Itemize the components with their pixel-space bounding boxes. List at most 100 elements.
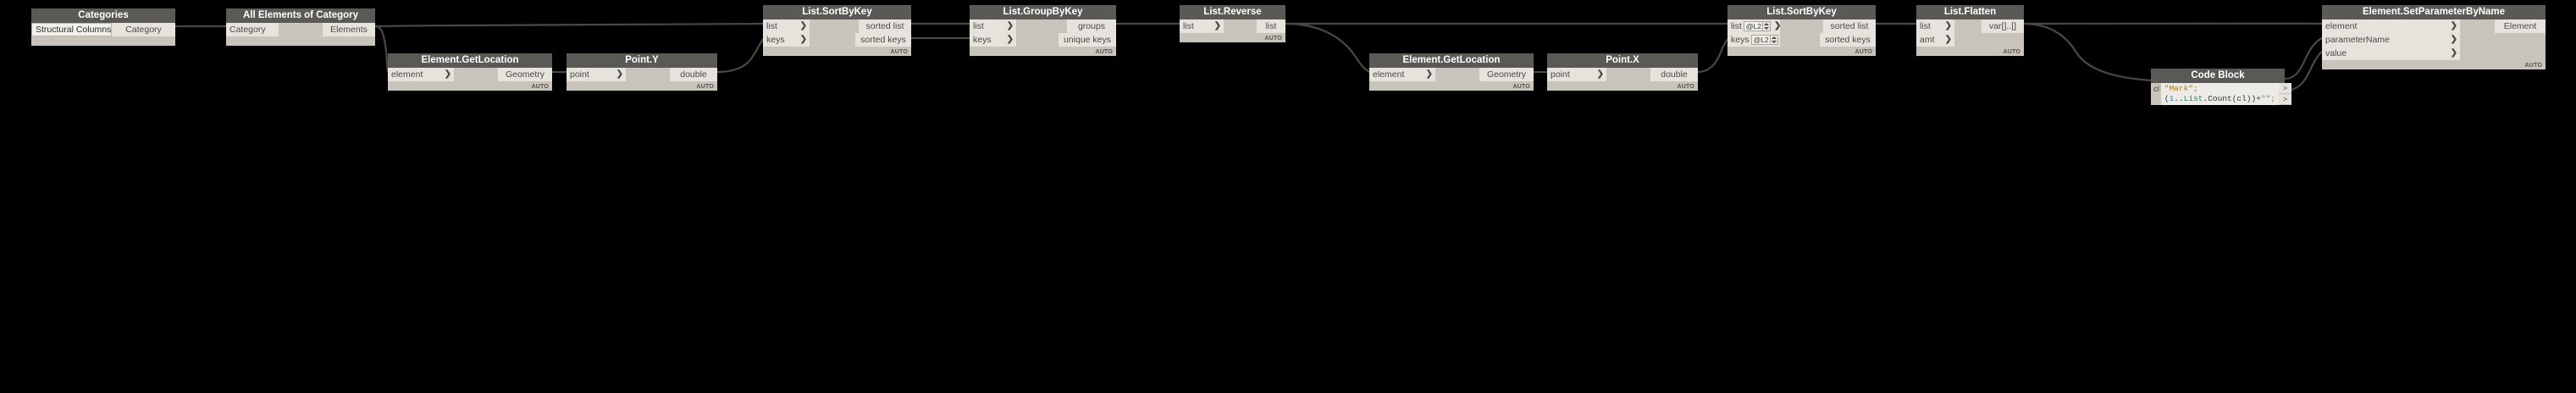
input-port-element[interactable]: element ❯ (388, 68, 454, 81)
node-title: Element.GetLocation (388, 53, 552, 68)
output-port-geometry[interactable]: Geometry (1479, 68, 1534, 81)
output-port-category[interactable]: Category (112, 23, 175, 36)
input-port-list[interactable]: list @L2 ❯ (1727, 19, 1782, 33)
code-block-output-0[interactable]: > (2279, 83, 2292, 93)
output-port-sorted-list[interactable]: sorted list (1823, 19, 1876, 33)
row-spacer (2460, 47, 2546, 60)
row-spacer (1780, 19, 1823, 33)
chevron-right-icon: ❯ (1213, 21, 1221, 30)
row-spacer (1224, 19, 1257, 33)
node-footer (226, 36, 375, 46)
output-port-list[interactable]: list (1257, 19, 1285, 33)
node-point-y[interactable]: Point.Y point ❯ double AUTO (567, 53, 717, 91)
chevron-right-icon: ❯ (2450, 48, 2457, 58)
node-footer: AUTO (1916, 47, 2024, 56)
code-block-editor[interactable]: "Mark"; (1..List.Count(cl))+""; (2160, 83, 2280, 105)
node-title: Code Block (2151, 69, 2285, 83)
row-spacer (1016, 19, 1067, 33)
node-list-reverse[interactable]: List.Reverse list ❯ list AUTO (1180, 5, 1285, 42)
node-title: All Elements of Category (226, 8, 375, 23)
code-block-output-1[interactable]: > (2279, 94, 2292, 104)
node-footer: AUTO (1180, 33, 1285, 42)
input-port-keys[interactable]: keys ❯ (763, 33, 810, 47)
node-title: List.GroupByKey (970, 5, 1116, 19)
output-port-double[interactable]: double (670, 68, 717, 81)
chevron-right-icon: ❯ (1425, 69, 1433, 79)
node-list-sortbykey-2[interactable]: List.SortByKey list @L2 ❯ sorted list ke… (1727, 5, 1876, 56)
lacing-auto-label: AUTO (890, 49, 908, 55)
node-footer: AUTO (1369, 81, 1534, 91)
lacing-auto-label: AUTO (2524, 63, 2542, 69)
node-title: Point.Y (567, 53, 717, 68)
stepper-arrows-icon[interactable] (1761, 22, 1770, 30)
input-label: list (1731, 21, 1742, 31)
output-port-groups[interactable]: groups (1067, 19, 1116, 33)
input-port-amt[interactable]: amt ❯ (1916, 33, 1954, 47)
stepper-arrows-icon[interactable] (1769, 36, 1777, 44)
node-footer: AUTO (763, 47, 911, 56)
node-list-flatten[interactable]: List.Flatten list ❯ var[]..[] amt ❯ AUTO (1916, 5, 2024, 56)
row-spacer (810, 33, 855, 47)
output-port-element[interactable]: Element (2495, 19, 2546, 33)
lacing-auto-label: AUTO (1512, 84, 1530, 90)
node-code-block[interactable]: Code Block cl "Mark"; (1..List.Count(cl)… (2151, 69, 2292, 105)
output-port-geometry[interactable]: Geometry (498, 68, 552, 81)
input-label: list (973, 21, 984, 31)
input-port-list[interactable]: list ❯ (970, 19, 1016, 33)
node-element-setparameterbyname[interactable]: Element.SetParameterByName element ❯ Ele… (2322, 5, 2546, 69)
row-spacer (810, 19, 859, 33)
node-title: Element.SetParameterByName (2322, 5, 2546, 19)
input-port-list[interactable]: list ❯ (1180, 19, 1224, 33)
input-port-keys[interactable]: keys ❯ (970, 33, 1016, 47)
node-title: Point.X (1547, 53, 1698, 68)
node-footer: AUTO (1547, 81, 1698, 91)
output-port-sorted-keys[interactable]: sorted keys (1820, 33, 1876, 47)
input-port-list[interactable]: list ❯ (1916, 19, 1954, 33)
category-dropdown[interactable]: Structural Columns ▾ (31, 23, 117, 36)
row-spacer (1435, 68, 1479, 81)
input-port-parametername[interactable]: parameterName ❯ (2322, 33, 2460, 47)
lacing-auto-label: AUTO (1264, 36, 1282, 42)
input-label: element (391, 69, 423, 80)
node-element-getlocation-2[interactable]: Element.GetLocation element ❯ Geometry A… (1369, 53, 1534, 91)
input-port-element[interactable]: element ❯ (2322, 19, 2460, 33)
input-port-keys[interactable]: keys @L2 ❯ (1727, 33, 1788, 47)
input-port-category[interactable]: Category (226, 23, 279, 36)
node-footer: AUTO (1727, 47, 1876, 56)
input-label: element (1373, 69, 1405, 80)
lacing-auto-label: AUTO (1095, 49, 1113, 55)
input-label: list (766, 21, 777, 31)
node-footer: AUTO (2322, 60, 2546, 69)
output-port-elements[interactable]: Elements (323, 23, 375, 36)
input-port-value[interactable]: value ❯ (2322, 47, 2460, 60)
input-port-element[interactable]: element ❯ (1369, 68, 1435, 81)
list-lacing-stepper[interactable]: @L2 (1743, 21, 1771, 31)
input-port-point[interactable]: point ❯ (567, 68, 626, 81)
node-element-getlocation-1[interactable]: Element.GetLocation element ❯ Geometry A… (388, 53, 552, 91)
output-port-unique-keys[interactable]: unique keys (1059, 33, 1116, 47)
output-port-sorted-keys[interactable]: sorted keys (855, 33, 911, 47)
row-spacer (2460, 33, 2546, 47)
code-line-1: "Mark"; (2164, 84, 2198, 93)
keys-lacing-stepper[interactable]: @L2 (1750, 35, 1778, 45)
chevron-right-icon: ❯ (799, 35, 807, 44)
lacing-level-value: @L2 (1753, 36, 1769, 44)
node-categories[interactable]: Categories Structural Columns ▾ Category (31, 8, 175, 46)
output-port-var[interactable]: var[]..[] (1982, 19, 2024, 33)
output-port-double[interactable]: double (1650, 68, 1698, 81)
node-list-sortbykey-1[interactable]: List.SortByKey list ❯ sorted list keys ❯… (763, 5, 911, 56)
chevron-right-icon: ❯ (1773, 21, 1782, 30)
row-spacer (1606, 68, 1650, 81)
node-list-groupbykey[interactable]: List.GroupByKey list ❯ groups keys ❯ uni… (970, 5, 1116, 56)
code-block-input-label[interactable]: cl (2151, 83, 2161, 105)
input-port-list[interactable]: list ❯ (763, 19, 810, 33)
chevron-right-icon: ❯ (1006, 35, 1014, 44)
input-port-point[interactable]: point ❯ (1547, 68, 1606, 81)
node-point-x[interactable]: Point.X point ❯ double AUTO (1547, 53, 1698, 91)
node-title: List.Reverse (1180, 5, 1285, 19)
output-port-sorted-list[interactable]: sorted list (859, 19, 911, 33)
node-all-elements-of-category[interactable]: All Elements of Category Category Elemen… (226, 8, 375, 46)
row-spacer (1780, 33, 1820, 47)
input-label: list (1920, 21, 1931, 31)
